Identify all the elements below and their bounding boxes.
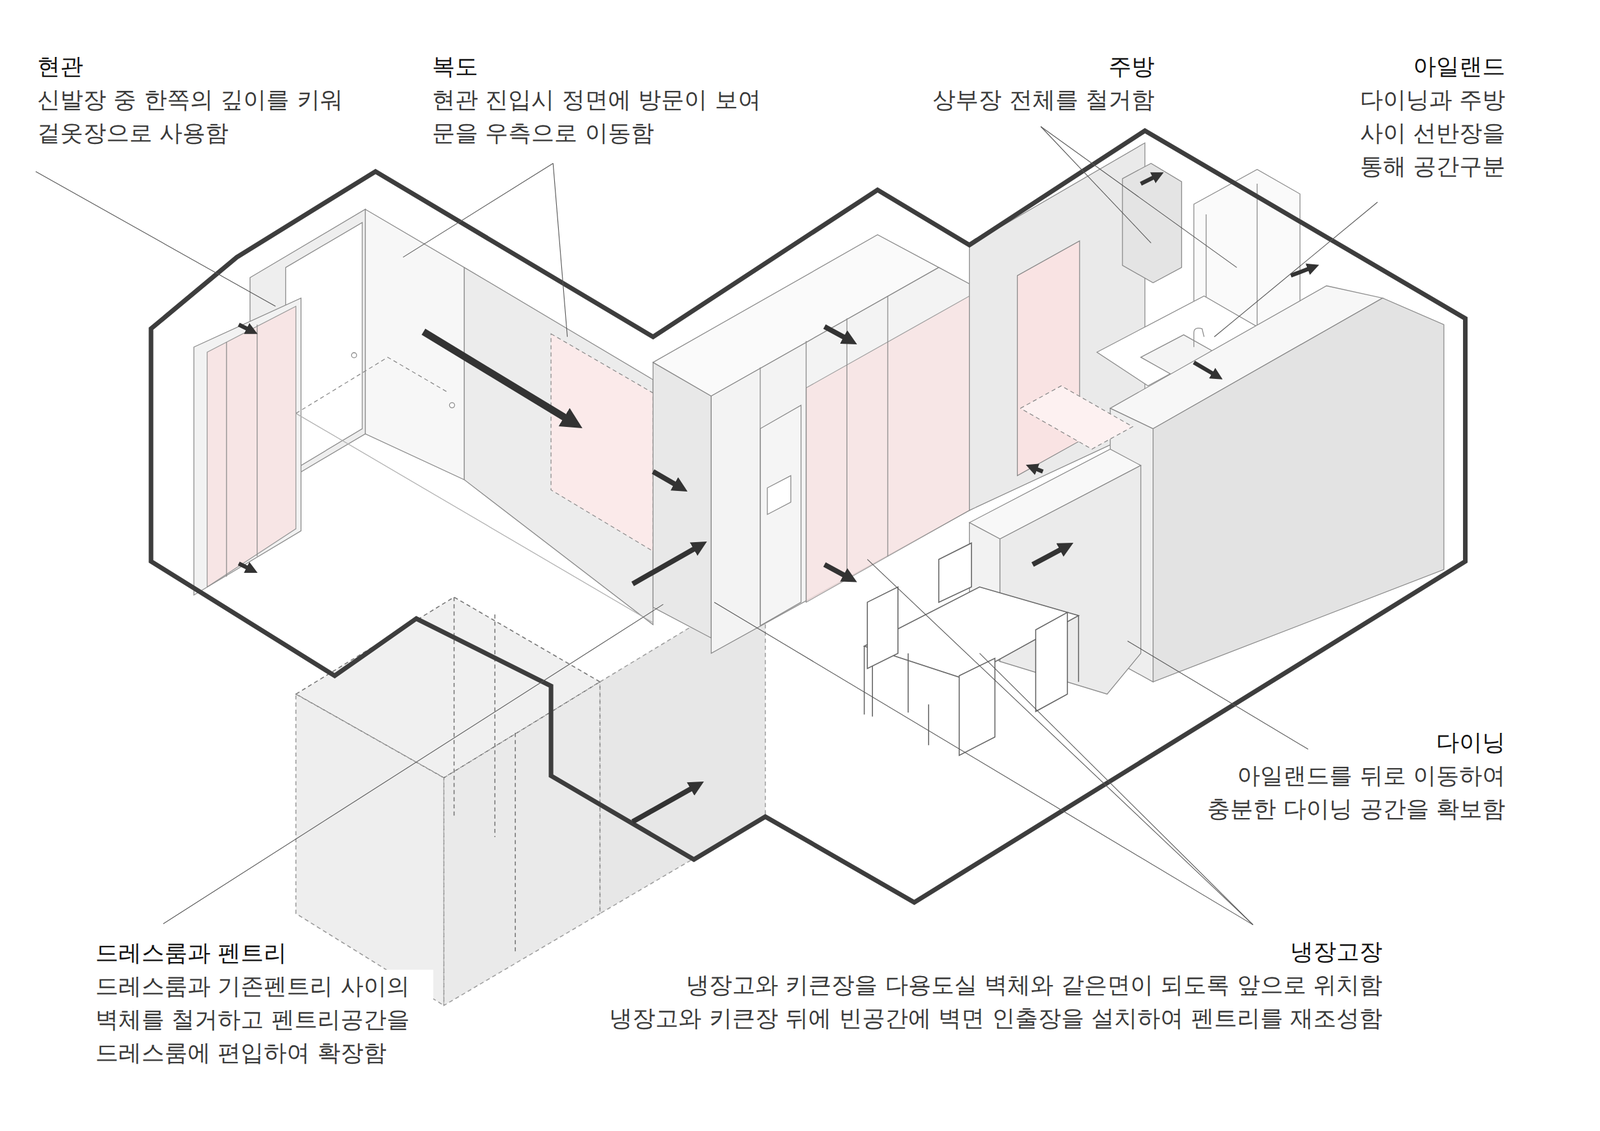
callout-note: 신발장 중 한쪽의 깊이를 키워 겉옷장으로 사용함 bbox=[35, 83, 384, 150]
callout-heading: 주방 bbox=[1107, 49, 1156, 84]
callout-heading: 냉장고장 bbox=[1288, 935, 1384, 969]
callout-note: 현관 진입시 정면에 방문이 보여 문을 우측으로 이동함 bbox=[430, 83, 784, 150]
callout-note: 상부장 전체를 철거함 bbox=[931, 83, 1156, 117]
callout-heading: 아일랜드 bbox=[1411, 49, 1507, 84]
callout-note: 냉장고와 키큰장 뒤에 빈공간에 벽면 인출장을 설치하여 펜트리를 재조성함 bbox=[608, 1001, 1384, 1035]
callout-heading: 복도 bbox=[430, 49, 480, 84]
callout-heading: 다이닝 bbox=[1434, 725, 1507, 760]
dining-set bbox=[864, 542, 1079, 756]
leader-lines bbox=[35, 126, 1378, 925]
callout-heading: 현관 bbox=[35, 49, 85, 84]
callout-note: 아일랜드를 뒤로 이동하여 충분한 다이닝 공간을 확보함 bbox=[1197, 759, 1507, 826]
callout-note: 다이닝과 주방 사이 선반장을 통해 공간구분 bbox=[1310, 83, 1507, 184]
callout-note: 냉장고와 키큰장을 다용도실 벽체와 같은면이 되도록 앞으로 위치함 bbox=[684, 968, 1384, 1002]
callout-note: 드레스룸과 기존펜트리 사이의 벽체를 철거하고 펜트리공간을 드레스룸에 편입… bbox=[94, 969, 434, 1070]
callout-heading: 드레스룸과 펜트리 bbox=[94, 936, 288, 970]
move-arrows bbox=[238, 175, 1312, 822]
